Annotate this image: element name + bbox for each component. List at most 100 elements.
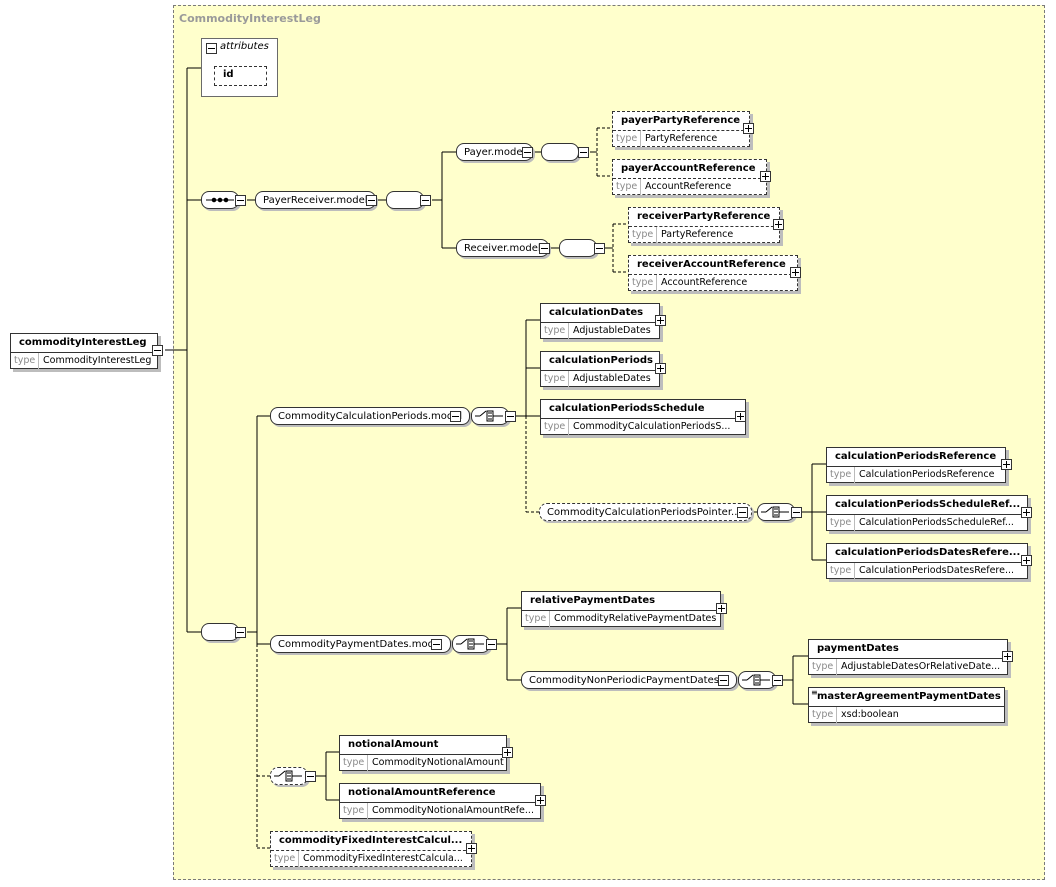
choice-payment-dates-collapse-toggle[interactable] bbox=[486, 639, 497, 650]
group-receiver-model[interactable]: Receiver.model bbox=[456, 239, 549, 257]
payment-dates-collapse-toggle[interactable] bbox=[431, 639, 442, 650]
element-master-agreement-payment-dates[interactable]: ≡ masterAgreementPaymentDates type xsd:bo… bbox=[808, 687, 1005, 724]
element-name: notionalAmountReference bbox=[348, 787, 496, 798]
calc-periods-reference-expand-toggle[interactable] bbox=[1001, 459, 1012, 470]
element-payer-account-reference[interactable]: payerAccountReference type AccountReferen… bbox=[612, 159, 767, 196]
complex-type-title: CommodityInterestLeg bbox=[179, 12, 321, 25]
group-commodity-non-periodic-payment-dates[interactable]: CommodityNonPeriodicPaymentDates... bbox=[521, 671, 737, 689]
type-label: type bbox=[340, 803, 368, 820]
type-label: type bbox=[629, 275, 657, 292]
choice-calc-periods-collapse-toggle[interactable] bbox=[505, 411, 516, 422]
element-type: AdjustableDatesOrRelativeDate... bbox=[841, 661, 1001, 672]
element-calculation-periods-schedule[interactable]: calculationPeriodsSchedule type Commodity… bbox=[540, 399, 746, 436]
element-name: calculationPeriodsReference bbox=[835, 451, 997, 462]
payment-dates-expand-toggle[interactable] bbox=[1002, 651, 1013, 662]
type-label: type bbox=[809, 659, 837, 676]
group-commodity-calculation-periods-pointer[interactable]: CommodityCalculationPeriodsPointer.... bbox=[539, 503, 752, 521]
payer-receiver-collapse-toggle[interactable] bbox=[366, 195, 377, 206]
element-type: CommodityCalculationPeriodsS... bbox=[573, 421, 731, 432]
element-type: AdjustableDates bbox=[573, 373, 651, 384]
element-name: calculationPeriodsScheduleRef... bbox=[835, 499, 1021, 510]
element-calculation-periods-schedule-reference[interactable]: calculationPeriodsScheduleRef... type Cal… bbox=[826, 495, 1028, 532]
element-name: relativePaymentDates bbox=[530, 595, 656, 606]
sequence-receiver-collapse-toggle[interactable] bbox=[594, 243, 605, 254]
attribute-id: id bbox=[214, 66, 267, 86]
receiver-party-expand-toggle[interactable] bbox=[773, 219, 784, 230]
element-type: xsd:boolean bbox=[841, 709, 899, 720]
element-name: notionalAmount bbox=[348, 739, 439, 750]
element-type: AccountReference bbox=[645, 181, 732, 192]
element-name: calculationPeriods bbox=[549, 355, 653, 366]
relative-payment-dates-expand-toggle[interactable] bbox=[716, 603, 727, 614]
sequence-1-collapse-toggle[interactable] bbox=[235, 195, 246, 206]
element-relative-payment-dates[interactable]: relativePaymentDates type CommodityRelati… bbox=[521, 591, 721, 628]
choice-notional-collapse-toggle[interactable] bbox=[305, 771, 316, 782]
type-label: type bbox=[522, 611, 550, 628]
calculation-periods-expand-toggle[interactable] bbox=[655, 363, 666, 374]
sequence-3-collapse-toggle[interactable] bbox=[235, 627, 246, 638]
type-label: type bbox=[541, 419, 569, 436]
sequence-2-collapse-toggle[interactable] bbox=[420, 195, 431, 206]
element-type: AdjustableDates bbox=[573, 325, 651, 336]
element-name: payerPartyReference bbox=[621, 115, 741, 126]
notional-amount-expand-toggle[interactable] bbox=[502, 747, 513, 758]
element-name: receiverAccountReference bbox=[637, 259, 786, 270]
element-type: CommodityNotionalAmount bbox=[372, 757, 504, 768]
calculation-periods-schedule-expand-toggle[interactable] bbox=[735, 411, 746, 422]
calculation-dates-expand-toggle[interactable] bbox=[655, 315, 666, 326]
calc-periods-collapse-toggle[interactable] bbox=[450, 411, 461, 422]
fixed-interest-calc-expand-toggle[interactable] bbox=[466, 843, 477, 854]
group-commodity-payment-dates-model[interactable]: CommodityPaymentDates.model bbox=[270, 635, 451, 653]
notional-amount-reference-expand-toggle[interactable] bbox=[535, 795, 546, 806]
element-name: commodityFixedInterestCalcul... bbox=[279, 835, 463, 846]
root-collapse-toggle[interactable] bbox=[152, 345, 163, 356]
receiver-model-collapse-toggle[interactable] bbox=[539, 243, 550, 254]
pointer-collapse-toggle[interactable] bbox=[737, 507, 748, 518]
element-type: PartyReference bbox=[661, 229, 734, 240]
calc-periods-schedule-ref-expand-toggle[interactable] bbox=[1021, 507, 1032, 518]
attributes-title: attributes bbox=[220, 41, 269, 52]
group-commodity-calculation-periods-model[interactable]: CommodityCalculationPeriods.model bbox=[270, 407, 471, 425]
type-label: type bbox=[809, 707, 837, 724]
choice-pointer-collapse-toggle[interactable] bbox=[791, 507, 802, 518]
non-periodic-collapse-toggle[interactable] bbox=[718, 675, 729, 686]
element-type: PartyReference bbox=[645, 133, 718, 144]
payer-party-expand-toggle[interactable] bbox=[743, 123, 754, 134]
sequence-payer-collapse-toggle[interactable] bbox=[578, 147, 589, 158]
element-payer-party-reference[interactable]: payerPartyReference type PartyReference bbox=[612, 111, 750, 148]
attributes-collapse-toggle[interactable] bbox=[206, 43, 217, 54]
element-type: CommodityInterestLeg bbox=[43, 355, 152, 366]
group-payer-receiver-model[interactable]: PayerReceiver.model bbox=[255, 191, 376, 209]
element-type: CalculationPeriodsScheduleRef... bbox=[859, 517, 1014, 528]
choice-non-periodic-collapse-toggle[interactable] bbox=[772, 675, 783, 686]
simple-content-icon: ≡ bbox=[811, 688, 818, 697]
element-name: calculationPeriodsSchedule bbox=[549, 403, 705, 414]
element-name: commodityInterestLeg bbox=[19, 337, 147, 348]
element-type: CommodityRelativePaymentDates bbox=[554, 613, 717, 624]
type-label: type bbox=[827, 515, 855, 532]
element-name: receiverPartyReference bbox=[637, 211, 771, 222]
type-label: type bbox=[613, 131, 641, 148]
element-name: payerAccountReference bbox=[621, 163, 756, 174]
element-notional-amount-reference[interactable]: notionalAmountReference type CommodityNot… bbox=[339, 783, 541, 820]
type-label: type bbox=[827, 467, 855, 484]
calc-periods-dates-ref-expand-toggle[interactable] bbox=[1021, 555, 1032, 566]
receiver-account-expand-toggle[interactable] bbox=[790, 267, 801, 278]
element-name: masterAgreementPaymentDates bbox=[817, 691, 1001, 702]
type-label: type bbox=[613, 179, 641, 196]
group-payer-model[interactable]: Payer.model bbox=[456, 143, 534, 161]
element-type: CommodityNotionalAmountRefe... bbox=[372, 805, 534, 816]
payer-model-collapse-toggle[interactable] bbox=[522, 147, 533, 158]
complex-type-container bbox=[173, 5, 1045, 880]
payer-account-expand-toggle[interactable] bbox=[760, 171, 771, 182]
